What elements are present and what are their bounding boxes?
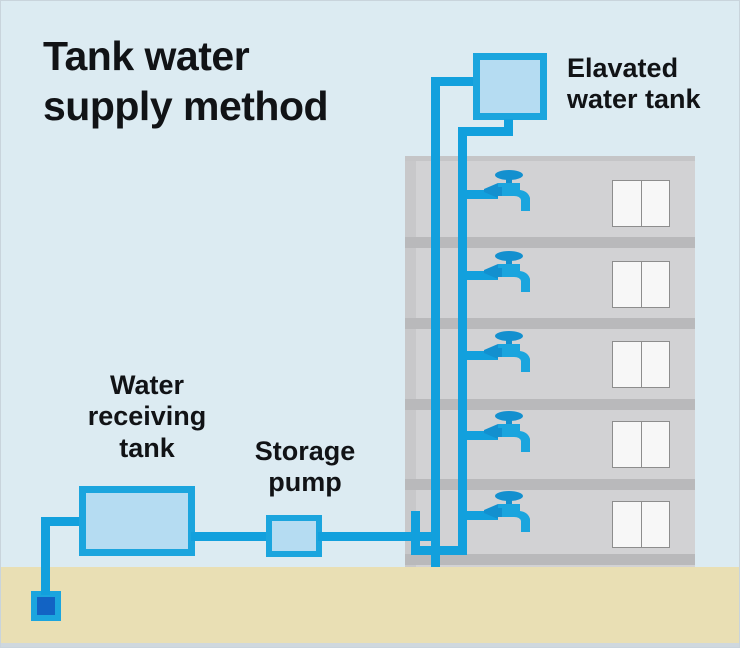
floor-divider-5	[405, 237, 695, 248]
faucet-branch-pipe	[458, 351, 498, 360]
downfeed-bottom-left-stub	[411, 511, 420, 555]
window	[612, 341, 670, 388]
water-receiving-tank	[79, 486, 195, 556]
storage-pump	[266, 515, 322, 557]
faucet-icon	[484, 490, 546, 534]
page-title: Tank water supply method	[43, 33, 329, 130]
inlet-to-receiving-tank	[41, 517, 87, 526]
floor-divider-2	[405, 479, 695, 490]
building-base-band	[405, 554, 695, 565]
label-elevated-water-tank: Elavated water tank	[567, 53, 701, 115]
faucet-icon	[484, 410, 546, 454]
tank-outlet-jog	[458, 127, 513, 136]
faucet-branch-pipe	[458, 431, 498, 440]
supply-riser-to-tank	[431, 77, 479, 86]
building-roof-cap	[405, 156, 695, 161]
downfeed-pipe	[458, 127, 467, 555]
building-left-shadow	[405, 156, 416, 567]
label-water-receiving-tank: Water receiving tank	[87, 370, 207, 463]
floor-divider-4	[405, 318, 695, 329]
window	[612, 261, 670, 308]
window	[612, 180, 670, 227]
faucet-icon	[484, 330, 546, 374]
floor-divider-3	[405, 399, 695, 410]
ground-base-strip	[1, 643, 739, 647]
water-main-inlet	[31, 591, 61, 621]
faucet-branch-pipe	[458, 271, 498, 280]
supply-riser-pipe	[431, 77, 440, 567]
faucet-branch-pipe	[458, 511, 498, 520]
elevated-water-tank	[473, 53, 547, 120]
pump-to-riser-pipe	[318, 532, 440, 541]
label-storage-pump: Storage pump	[254, 436, 356, 498]
faucet-icon	[484, 169, 546, 213]
faucet-icon	[484, 250, 546, 294]
inlet-riser-pipe	[41, 517, 50, 595]
faucet-branch-pipe	[458, 190, 498, 199]
window	[612, 421, 670, 468]
ground-layer	[1, 567, 739, 643]
window	[612, 501, 670, 548]
tank-to-pump-pipe	[191, 532, 271, 541]
downfeed-bottom-elbow	[411, 546, 467, 555]
